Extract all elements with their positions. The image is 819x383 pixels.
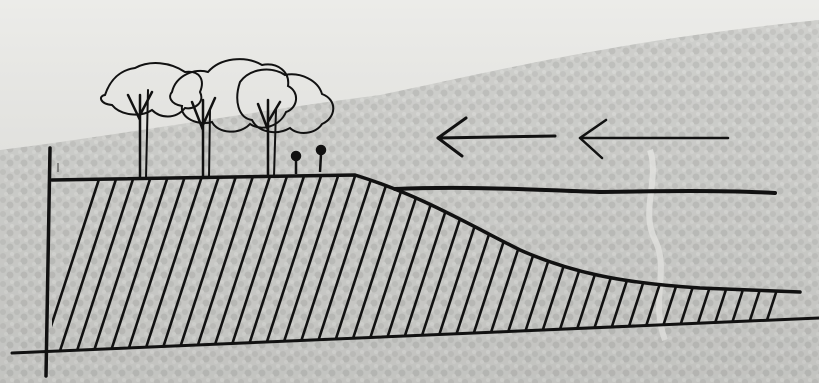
section-sketch — [0, 0, 819, 383]
sketch-canvas — [0, 0, 819, 383]
